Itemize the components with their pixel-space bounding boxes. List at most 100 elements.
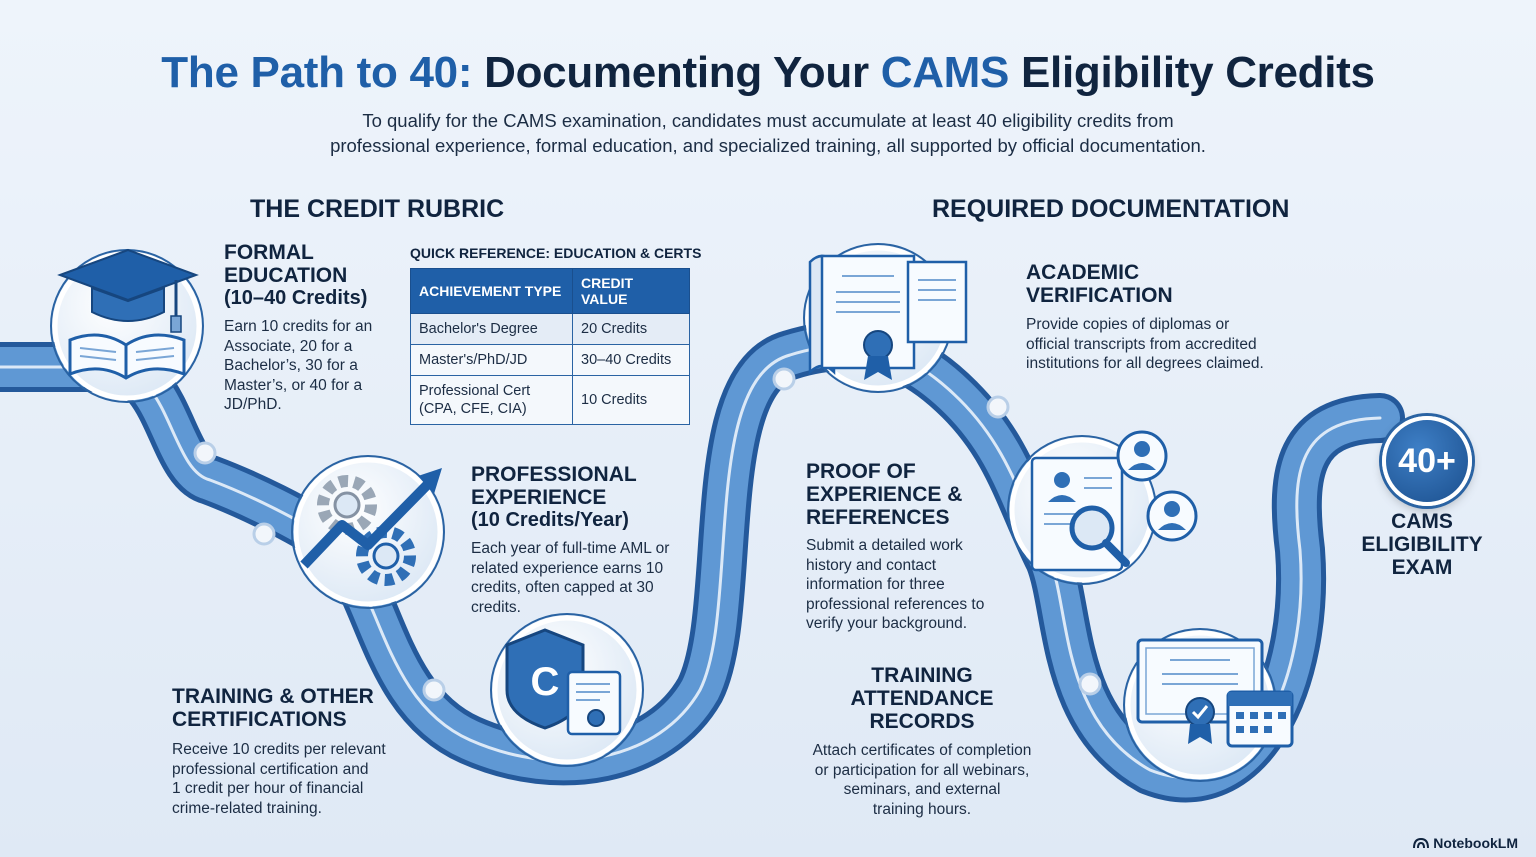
text-line: credits. xyxy=(471,598,521,616)
text-line: credits, often capped at 30 xyxy=(471,579,654,596)
table-row: Bachelor's Degree 20 Credits xyxy=(410,313,690,345)
certificate-calendar-icon xyxy=(1123,628,1294,782)
subtitle-line-2: professional experience, formal educatio… xyxy=(330,135,1206,156)
text-line: (CPA, CFE, CIA) xyxy=(419,401,527,417)
text-line: Professional Cert xyxy=(419,383,531,399)
waypoint-dot xyxy=(193,441,217,465)
text-line: seminars, and external xyxy=(843,781,1001,798)
table-cell-type: Bachelor's Degree xyxy=(410,313,573,345)
training-title-1: TRAINING & OTHER xyxy=(172,685,374,708)
formal-education-title-1: FORMAL xyxy=(224,241,314,264)
academic-title-2: VERIFICATION xyxy=(1026,284,1173,307)
diploma-document-icon xyxy=(803,243,968,393)
text-line: training hours. xyxy=(872,800,972,818)
required-documentation-heading: REQUIRED DOCUMENTATION xyxy=(932,195,1290,223)
text-line: history and contact xyxy=(806,556,937,574)
text-line: 1 credit per hour of financial xyxy=(172,780,364,797)
text-line: Master’s, or 40 for a xyxy=(224,376,363,394)
subtitle-line-1: To qualify for the CAMS examination, can… xyxy=(362,110,1174,131)
page-subtitle: To qualify for the CAMS examination, can… xyxy=(290,108,1246,158)
proof-title-3: REFERENCES xyxy=(806,506,950,529)
profile-search-icon xyxy=(1007,430,1198,585)
text-line: EXAM xyxy=(1391,556,1453,579)
professional-experience-block: PROFESSIONAL EXPERIENCE (10 Credits/Year… xyxy=(471,463,701,617)
text-line: CAMS xyxy=(1391,510,1453,533)
training-certifications-block: TRAINING & OTHER CERTIFICATIONS Receive … xyxy=(172,685,412,818)
quick-reference-title: QUICK REFERENCE: EDUCATION & CERTS xyxy=(410,245,702,261)
text-line: information for three xyxy=(806,576,945,593)
text-line: ELIGIBILITY xyxy=(1361,533,1483,556)
title-part-4: Eligibility Credits xyxy=(1009,48,1375,97)
text-line: related experience earns 10 xyxy=(471,559,664,577)
formal-education-credits: (10–40 Credits) xyxy=(224,287,368,309)
table-cell-type: Master's/PhD/JD xyxy=(410,344,573,376)
text-line: Provide copies of diplomas or xyxy=(1026,316,1230,333)
professional-experience-credits: (10 Credits/Year) xyxy=(471,509,629,531)
forty-plus-badge: 40+ xyxy=(1382,416,1472,506)
text-line: Earn 10 credits for an xyxy=(224,318,373,335)
training-title-2: CERTIFICATIONS xyxy=(172,708,347,731)
table-cell-value: 30–40 Credits xyxy=(572,344,690,376)
text-line: or participation for all webinars, xyxy=(814,761,1030,779)
graduation-cap-book-icon xyxy=(50,248,204,403)
text-line: official transcripts from accredited xyxy=(1026,335,1257,353)
training-attendance-block: TRAINING ATTENDANCE RECORDS Attach certi… xyxy=(796,664,1048,819)
waypoint-dot xyxy=(772,367,796,391)
table-row: Master's/PhD/JD 30–40 Credits xyxy=(410,344,690,376)
text-line: crime-related training. xyxy=(172,799,322,817)
attendance-title-1: TRAINING xyxy=(871,664,973,687)
text-line: Attach certificates of completion xyxy=(812,742,1032,759)
text-line: professional certification and xyxy=(172,760,369,778)
table-cell-value: 20 Credits xyxy=(572,313,690,345)
svg-text:C: C xyxy=(531,660,560,704)
table-header-row: ACHIEVEMENT TYPE CREDIT VALUE xyxy=(410,268,690,314)
professional-experience-body: Each year of full-time AML or related ex… xyxy=(471,539,701,617)
cams-exam-label: CAMS ELIGIBILITY EXAM xyxy=(1345,510,1499,579)
quick-reference-table: ACHIEVEMENT TYPE CREDIT VALUE Bachelor's… xyxy=(410,268,690,425)
column-header: ACHIEVEMENT TYPE xyxy=(410,268,573,314)
text-line: professional references to xyxy=(806,595,985,613)
waypoint-dot xyxy=(422,678,446,702)
text-line: Bachelor’s, 30 for a xyxy=(224,357,358,374)
brand-name: NotebookLM xyxy=(1433,835,1518,851)
formal-education-block: FORMAL EDUCATION (10–40 Credits) Earn 10… xyxy=(224,241,404,415)
title-part-3: CAMS xyxy=(880,48,1010,97)
proof-body: Submit a detailed work history and conta… xyxy=(806,536,1006,634)
attendance-title-2: ATTENDANCE xyxy=(850,687,994,710)
text-line: verify your background. xyxy=(806,615,968,632)
text-line: Bachelor's Degree xyxy=(419,321,538,337)
formal-education-title-2: EDUCATION xyxy=(224,264,348,287)
text-line: institutions for all degrees claimed. xyxy=(1026,355,1264,372)
formal-education-body: Earn 10 credits for an Associate, 20 for… xyxy=(224,317,404,415)
attendance-body: Attach certificates of completion or par… xyxy=(796,741,1048,819)
waypoint-dot xyxy=(1078,672,1102,696)
credit-rubric-heading: THE CREDIT RUBRIC xyxy=(250,195,505,223)
table-cell-type: Professional Cert (CPA, CFE, CIA) xyxy=(410,375,573,425)
text-line: JD/PhD. xyxy=(224,396,282,413)
text-line: Master's/PhD/JD xyxy=(419,352,528,368)
text-line: Submit a detailed work xyxy=(806,537,963,554)
brand-watermark: NotebookLM xyxy=(1413,835,1518,851)
attendance-title-3: RECORDS xyxy=(869,710,975,733)
waypoint-dot xyxy=(252,522,276,546)
professional-experience-title-2: EXPERIENCE xyxy=(471,486,607,509)
proof-title-2: EXPERIENCE & xyxy=(806,483,963,506)
professional-experience-title-1: PROFESSIONAL xyxy=(471,463,637,486)
table-cell-value: 10 Credits xyxy=(572,375,690,425)
notebooklm-logo-icon xyxy=(1413,837,1430,849)
title-part-2: Documenting Your xyxy=(484,48,881,97)
shield-certificate-icon: C xyxy=(490,613,644,767)
text-line: Receive 10 credits per relevant xyxy=(172,741,386,758)
column-header: CREDIT VALUE xyxy=(572,268,690,314)
proof-title-1: PROOF OF xyxy=(806,460,916,483)
academic-verification-block: ACADEMIC VERIFICATION Provide copies of … xyxy=(1026,261,1296,374)
academic-body: Provide copies of diplomas or official t… xyxy=(1026,315,1296,374)
text-line: Each year of full-time AML or xyxy=(471,540,670,557)
waypoint-dot xyxy=(986,395,1010,419)
academic-title-1: ACADEMIC xyxy=(1026,261,1140,284)
proof-of-experience-block: PROOF OF EXPERIENCE & REFERENCES Submit … xyxy=(806,460,1006,634)
title-part-1: The Path to 40: xyxy=(161,48,485,97)
page-title: The Path to 40: Documenting Your CAMS El… xyxy=(0,48,1536,98)
gears-growth-arrow-icon xyxy=(291,455,445,609)
text-line: Associate, 20 for a xyxy=(224,337,353,355)
